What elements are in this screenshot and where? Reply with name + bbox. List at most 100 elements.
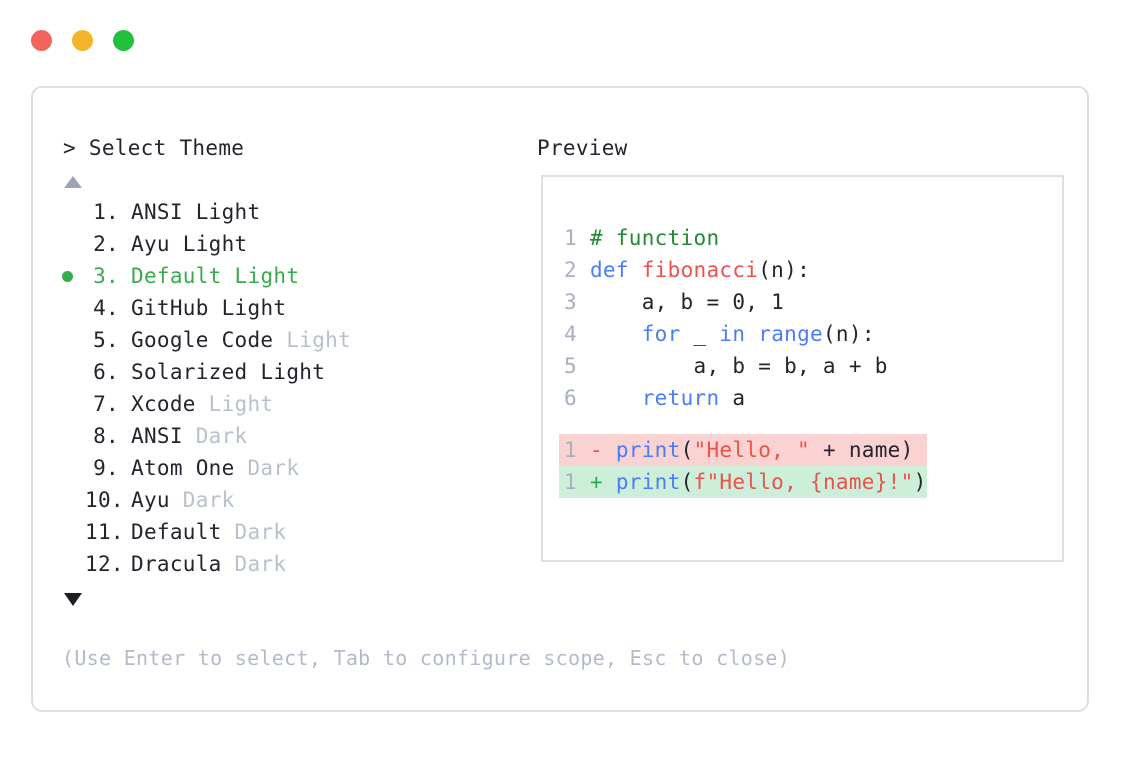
code-token: a, b = b, a + b xyxy=(589,354,888,378)
theme-item-variant: Light xyxy=(195,392,274,416)
theme-item-variant: Dark xyxy=(221,552,287,576)
code-token xyxy=(590,386,642,410)
theme-list-item[interactable]: 10. Ayu Dark xyxy=(59,484,489,516)
code-line-number: 1 xyxy=(564,226,577,250)
theme-item-name: Atom One xyxy=(131,456,235,480)
theme-list-item[interactable]: 9. Atom One Dark xyxy=(59,452,489,484)
keyboard-hint: (Use Enter to select, Tab to configure s… xyxy=(62,646,791,670)
scroll-up-arrow-icon[interactable] xyxy=(64,176,82,188)
theme-list-item[interactable]: 5. Google Code Light xyxy=(59,324,489,356)
theme-item-variant: Light xyxy=(221,264,300,288)
theme-item-name: ANSI xyxy=(131,424,183,448)
theme-item-number: 8. xyxy=(93,424,119,448)
code-token: (n): xyxy=(758,258,811,282)
theme-item-name: Google Code xyxy=(131,328,274,352)
theme-list-item[interactable]: 1. ANSI Light xyxy=(59,196,489,228)
minimize-button[interactable] xyxy=(72,30,93,51)
code-token: ) xyxy=(913,470,927,494)
theme-item-number: 10. xyxy=(85,488,124,512)
code-line-number: 6 xyxy=(564,386,577,410)
theme-item-number: 5. xyxy=(93,328,119,352)
code-line: 3 a, b = 0, 1 xyxy=(559,286,927,318)
code-token: print xyxy=(615,438,681,462)
code-token: f"Hello, {name}!" xyxy=(693,470,914,494)
window-traffic-lights xyxy=(31,30,134,51)
diff-line-add: 1 + print(f"Hello, {name}!") xyxy=(559,466,927,498)
code-token: a, b = 0, 1 xyxy=(589,290,785,314)
code-token: for xyxy=(641,322,681,346)
theme-item-name: Solarized xyxy=(131,360,248,384)
theme-item-name: Default xyxy=(131,264,222,288)
code-line: 2 def fibonacci(n): xyxy=(559,254,927,286)
theme-item-name: ANSI xyxy=(131,200,183,224)
code-token: + name) xyxy=(810,438,914,462)
theme-list-item[interactable]: 3. Default Light xyxy=(59,260,489,292)
theme-list-item[interactable]: 7. Xcode Light xyxy=(59,388,489,420)
theme-item-name: GitHub xyxy=(131,296,209,320)
theme-item-variant: Light xyxy=(182,200,261,224)
diff-line-number: 1 xyxy=(564,470,577,494)
code-token xyxy=(745,322,758,346)
diff-marker: + xyxy=(577,470,616,494)
code-line-number: 2 xyxy=(564,258,577,282)
theme-item-variant: Light xyxy=(169,232,248,256)
code-token xyxy=(590,322,642,346)
code-line-number: 3 xyxy=(564,290,577,314)
code-token: ( xyxy=(680,438,694,462)
theme-list-item[interactable]: 11. Default Dark xyxy=(59,516,489,548)
theme-item-number: 2. xyxy=(93,232,119,256)
theme-list-item[interactable]: 6. Solarized Light xyxy=(59,356,489,388)
theme-list-item[interactable]: 12.Dracula Dark xyxy=(59,548,489,580)
code-token: a xyxy=(719,386,746,410)
theme-item-number: 1. xyxy=(93,200,119,224)
close-button[interactable] xyxy=(31,30,52,51)
code-line: 5 a, b = b, a + b xyxy=(559,350,927,382)
code-token: _ xyxy=(680,322,720,346)
code-line-number: 4 xyxy=(564,322,577,346)
theme-item-number: 7. xyxy=(93,392,119,416)
code-token: in xyxy=(719,322,746,346)
theme-item-number: 3. xyxy=(93,264,119,288)
code-token: fibonacci xyxy=(641,258,759,282)
theme-item-variant: Dark xyxy=(221,520,287,544)
diff-line-number: 1 xyxy=(564,438,577,462)
theme-item-name: Ayu xyxy=(131,488,170,512)
diff-line-del: 1 - print("Hello, " + name) xyxy=(559,434,927,466)
theme-item-name: Default xyxy=(131,520,222,544)
theme-item-variant: Light xyxy=(247,360,326,384)
theme-item-variant: Dark xyxy=(169,488,235,512)
theme-item-variant: Dark xyxy=(182,424,248,448)
theme-list-item[interactable]: 8. ANSI Dark xyxy=(59,420,489,452)
code-spacer xyxy=(559,414,927,434)
theme-item-number: 4. xyxy=(93,296,119,320)
theme-item-variant: Dark xyxy=(234,456,300,480)
theme-item-number: 11. xyxy=(85,520,124,544)
prompt-header: > Select Theme xyxy=(63,136,245,160)
code-token: range xyxy=(758,322,823,346)
scroll-down-arrow-icon[interactable] xyxy=(64,593,82,606)
code-line: 1 # function xyxy=(559,222,927,254)
theme-item-variant: Light xyxy=(273,328,352,352)
theme-list-item[interactable]: 4. GitHub Light xyxy=(59,292,489,324)
code-token: print xyxy=(615,470,681,494)
theme-item-variant: Light xyxy=(208,296,287,320)
code-line-number: 5 xyxy=(564,354,577,378)
theme-item-name: Ayu xyxy=(131,232,170,256)
selected-bullet-icon xyxy=(62,271,73,282)
code-token: # function xyxy=(589,226,720,250)
preview-label: Preview xyxy=(537,136,628,160)
diff-marker: - xyxy=(577,438,616,462)
code-token: (n): xyxy=(822,322,875,346)
maximize-button[interactable] xyxy=(113,30,134,51)
code-token: ( xyxy=(680,470,694,494)
code-token: return xyxy=(641,386,720,410)
theme-list-item[interactable]: 2. Ayu Light xyxy=(59,228,489,260)
theme-item-number: 9. xyxy=(93,456,119,480)
theme-item-name: Dracula xyxy=(131,552,222,576)
theme-item-number: 6. xyxy=(93,360,119,384)
theme-item-name: Xcode xyxy=(131,392,196,416)
